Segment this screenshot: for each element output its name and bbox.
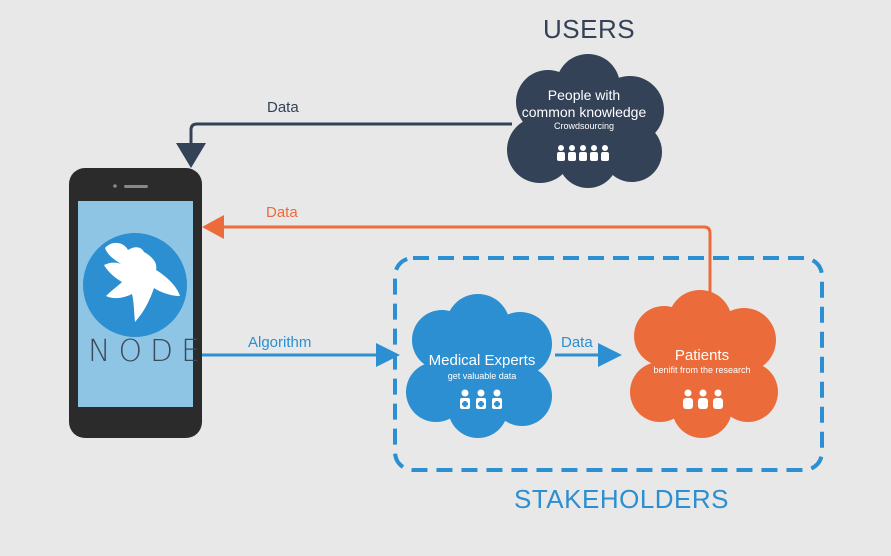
users-to-phone-label: Data <box>267 99 299 116</box>
patients-people-icon <box>683 389 723 409</box>
patients-to-phone-connector <box>222 225 712 310</box>
stakeholders-title: STAKEHOLDERS <box>514 484 730 514</box>
patients-cloud <box>630 290 778 438</box>
phone-camera-icon <box>113 184 117 188</box>
patients-to-phone-label: Data <box>266 204 298 221</box>
users-cloud-subtitle: Crowdsourcing <box>553 121 615 131</box>
patients-to-phone-arrowhead <box>202 215 224 239</box>
users-title: USERS <box>543 14 636 44</box>
users-people-icon <box>557 145 609 161</box>
bird-globe-icon <box>83 233 187 337</box>
users-to-phone-connector <box>189 122 512 148</box>
phone-to-medical-label: Algorithm <box>248 334 312 351</box>
patients-subtitle: benifit from the research <box>653 365 751 375</box>
stakeholders-group-box <box>393 256 824 472</box>
users-cloud-title-line1: People with <box>547 87 621 103</box>
phone-to-medical-arrowhead <box>376 343 400 367</box>
medical-experts-subtitle: get valuable data <box>447 371 517 381</box>
patients-title: Patients <box>674 347 730 364</box>
phone-speaker-icon <box>124 185 148 188</box>
medical-to-patients-arrowhead <box>598 343 622 367</box>
users-cloud-title-line2: common knowledge <box>521 104 647 120</box>
medical-to-patients-label: Data <box>561 334 593 351</box>
users-to-phone-arrowhead <box>176 143 206 168</box>
smartphone <box>69 168 202 438</box>
medical-experts-icon <box>460 389 502 409</box>
app-name: NODE <box>88 334 209 369</box>
medical-experts-title: Medical Experts <box>428 352 536 369</box>
